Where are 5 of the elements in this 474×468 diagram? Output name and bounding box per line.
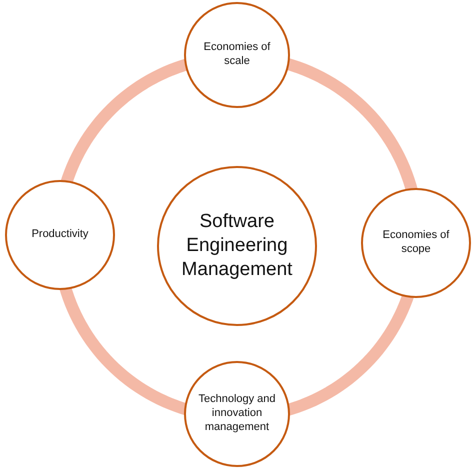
node-label: Economies of scale [202,41,272,69]
node-label: Productivity [30,228,90,242]
node-label: Technology and innovation management [197,393,277,435]
node-label: Software Engineering Management [180,210,294,282]
node-label: Economies of scope [382,229,450,257]
